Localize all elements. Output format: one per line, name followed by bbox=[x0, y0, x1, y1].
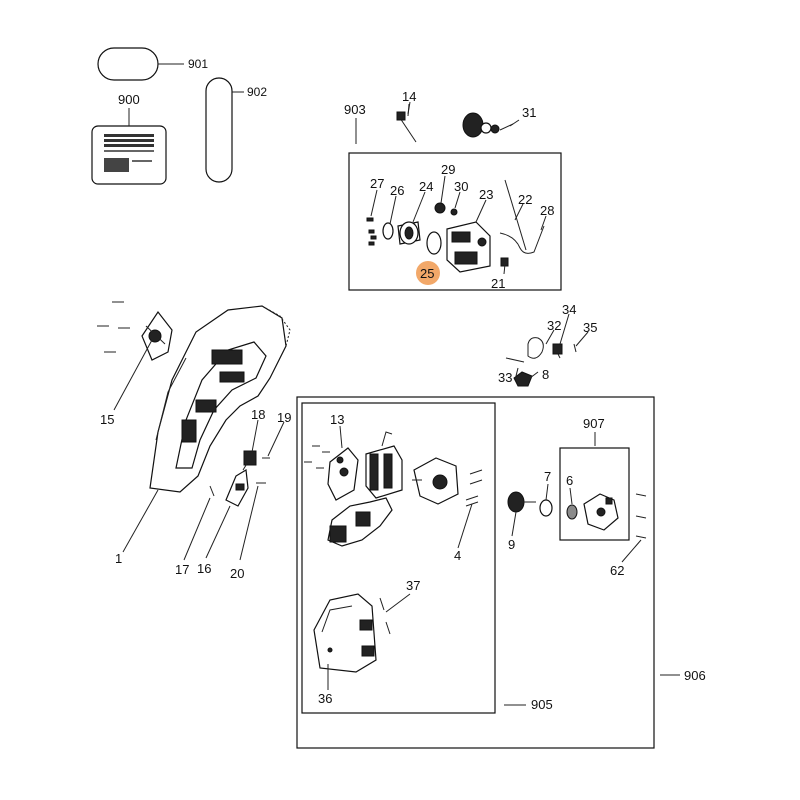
part-27-screws bbox=[366, 217, 377, 246]
part-4-screws bbox=[465, 469, 483, 507]
part-15-cover bbox=[141, 310, 173, 361]
callout-4: 4 bbox=[454, 548, 461, 563]
part-26-oring bbox=[382, 222, 394, 240]
part-15-screws bbox=[97, 301, 130, 353]
part-motor-stator bbox=[365, 431, 403, 499]
callout-902: 902 bbox=[247, 85, 267, 99]
callout-36: 36 bbox=[318, 691, 332, 706]
callout-22: 22 bbox=[518, 192, 532, 207]
part-24-pump bbox=[397, 221, 421, 245]
callout-32: 32 bbox=[547, 318, 561, 333]
callout-34: 34 bbox=[562, 302, 576, 317]
callout-27: 27 bbox=[370, 176, 384, 191]
callout-29: 29 bbox=[441, 162, 455, 177]
part-36-guard bbox=[313, 593, 377, 673]
callout-1: 1 bbox=[115, 551, 122, 566]
callout-14: 14 bbox=[402, 89, 416, 104]
part-16-trigger bbox=[225, 469, 249, 507]
callout-16: 16 bbox=[197, 561, 211, 576]
callout-901: 901 bbox=[188, 57, 208, 71]
part-7-ring bbox=[539, 499, 553, 517]
label-901-shape bbox=[97, 47, 159, 81]
callout-6: 6 bbox=[566, 473, 573, 488]
callout-37: 37 bbox=[406, 578, 420, 593]
callout-13: 13 bbox=[330, 412, 344, 427]
frame-907 bbox=[559, 447, 630, 541]
label-900-graphic bbox=[104, 134, 154, 172]
callout-8: 8 bbox=[542, 367, 549, 382]
part-17-pin bbox=[209, 485, 215, 497]
part-motor-armature bbox=[412, 457, 459, 505]
part-1-housing bbox=[149, 305, 291, 493]
part-34-bracket bbox=[552, 343, 563, 359]
callout-30: 30 bbox=[454, 179, 468, 194]
frame-903 bbox=[348, 152, 562, 291]
part-31-drawing bbox=[462, 112, 514, 138]
callout-19: 19 bbox=[277, 410, 291, 425]
callout-24: 24 bbox=[419, 179, 433, 194]
callout-25: 25 bbox=[420, 266, 434, 281]
callout-15: 15 bbox=[100, 412, 114, 427]
part-32-clip bbox=[527, 337, 544, 359]
callout-18: 18 bbox=[251, 407, 265, 422]
part-37-screws bbox=[379, 597, 391, 635]
part-9-gear bbox=[507, 491, 536, 513]
part-18-switch bbox=[242, 450, 257, 471]
leader-lines bbox=[113, 63, 680, 706]
callout-17: 17 bbox=[175, 562, 189, 577]
part-22-tube bbox=[504, 179, 527, 251]
callout-26: 26 bbox=[390, 183, 404, 198]
frame-905 bbox=[301, 402, 496, 714]
part-14-drawing bbox=[396, 101, 417, 143]
callout-907: 907 bbox=[583, 416, 605, 431]
part-6-seal bbox=[566, 504, 578, 520]
callout-9: 9 bbox=[508, 537, 515, 552]
part-8-bracket bbox=[513, 371, 533, 387]
highlight-marker-25[interactable] bbox=[416, 261, 440, 285]
part-62-screws bbox=[635, 493, 647, 539]
part-13-screws bbox=[304, 445, 330, 469]
callout-62: 62 bbox=[610, 563, 624, 578]
frame-906 bbox=[296, 396, 655, 749]
part-28-hose bbox=[499, 225, 545, 254]
callout-31: 31 bbox=[522, 105, 536, 120]
label-902-shape bbox=[205, 77, 233, 183]
callout-28: 28 bbox=[540, 203, 554, 218]
part-motor-wires bbox=[327, 497, 393, 547]
part-33-pin bbox=[505, 357, 525, 363]
part-35-screw bbox=[573, 343, 577, 353]
callout-23: 23 bbox=[479, 187, 493, 202]
callout-33: 33 bbox=[498, 370, 512, 385]
callout-905: 905 bbox=[531, 697, 553, 712]
part-25-oring bbox=[426, 231, 442, 255]
callout-20: 20 bbox=[230, 566, 244, 581]
part-907-gearbox bbox=[583, 493, 619, 531]
callout-906: 906 bbox=[684, 668, 706, 683]
callout-900: 900 bbox=[118, 92, 140, 107]
callout-35: 35 bbox=[583, 320, 597, 335]
part-motor-brush-plate bbox=[327, 447, 359, 501]
callout-7: 7 bbox=[544, 469, 551, 484]
callout-21: 21 bbox=[491, 276, 505, 291]
part-23-oil-tank bbox=[446, 221, 491, 273]
callout-903: 903 bbox=[344, 102, 366, 117]
part-30-gear bbox=[434, 202, 458, 216]
